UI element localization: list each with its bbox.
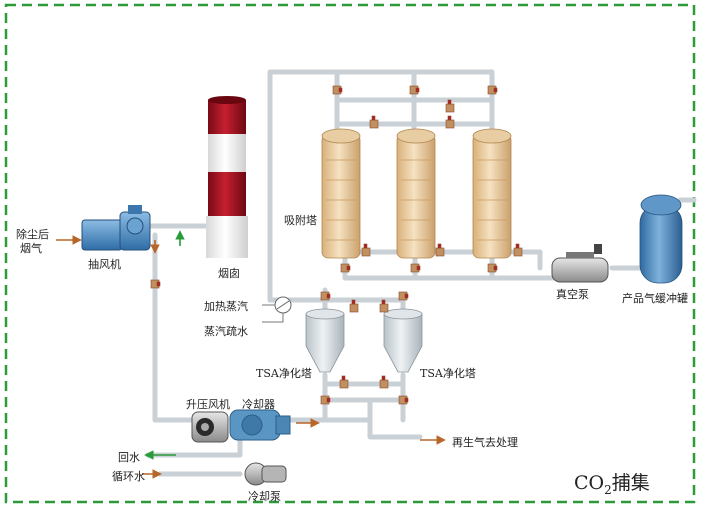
exhaust-fan bbox=[81, 205, 151, 251]
chimney bbox=[206, 96, 248, 258]
title-main: CO bbox=[574, 472, 605, 494]
tsa-towers bbox=[305, 308, 423, 373]
tsa-left-label: TSA净化塔 bbox=[256, 367, 312, 380]
co2-capture-title: CO2捕集 bbox=[574, 468, 650, 497]
heat-exchanger-icon bbox=[262, 296, 292, 323]
adsorption-towers bbox=[321, 128, 512, 259]
title-tail: 捕集 bbox=[611, 472, 650, 494]
heating-steam-label: 加热蒸汽 bbox=[204, 300, 248, 313]
inlet-label-line2: 烟气 bbox=[20, 242, 42, 255]
circulating-water-label: 循环水 bbox=[112, 470, 145, 483]
booster-fan-label: 升压风机 bbox=[186, 398, 230, 411]
cooling-pump bbox=[244, 462, 287, 486]
chimney-label: 烟囱 bbox=[218, 267, 240, 280]
buffer-tank bbox=[639, 194, 683, 284]
vacuum-pump-label: 真空泵 bbox=[556, 288, 589, 301]
exhaust-fan-label: 抽风机 bbox=[88, 258, 121, 271]
booster-fan bbox=[191, 411, 229, 443]
steam-drain-label: 蒸汽疏水 bbox=[204, 325, 248, 338]
adsorption-tower-label: 吸附塔 bbox=[284, 214, 317, 227]
vacuum-pump bbox=[551, 244, 609, 283]
diagram-border bbox=[4, 3, 696, 504]
cooling-pump-label: 冷却泵 bbox=[248, 490, 281, 503]
tsa-right-label: TSA净化塔 bbox=[420, 367, 476, 380]
valves bbox=[150, 85, 523, 405]
cooler bbox=[229, 409, 291, 441]
inlet-label-line1: 除尘后 bbox=[16, 228, 49, 241]
title-subscript: 2 bbox=[604, 482, 612, 497]
regen-gas-label: 再生气去处理 bbox=[452, 436, 518, 449]
return-water-label: 回水 bbox=[118, 451, 140, 464]
flow-arrows bbox=[56, 230, 446, 479]
cooler-label: 冷却器 bbox=[242, 398, 275, 411]
buffer-tank-label: 产品气缓冲罐 bbox=[622, 292, 688, 305]
